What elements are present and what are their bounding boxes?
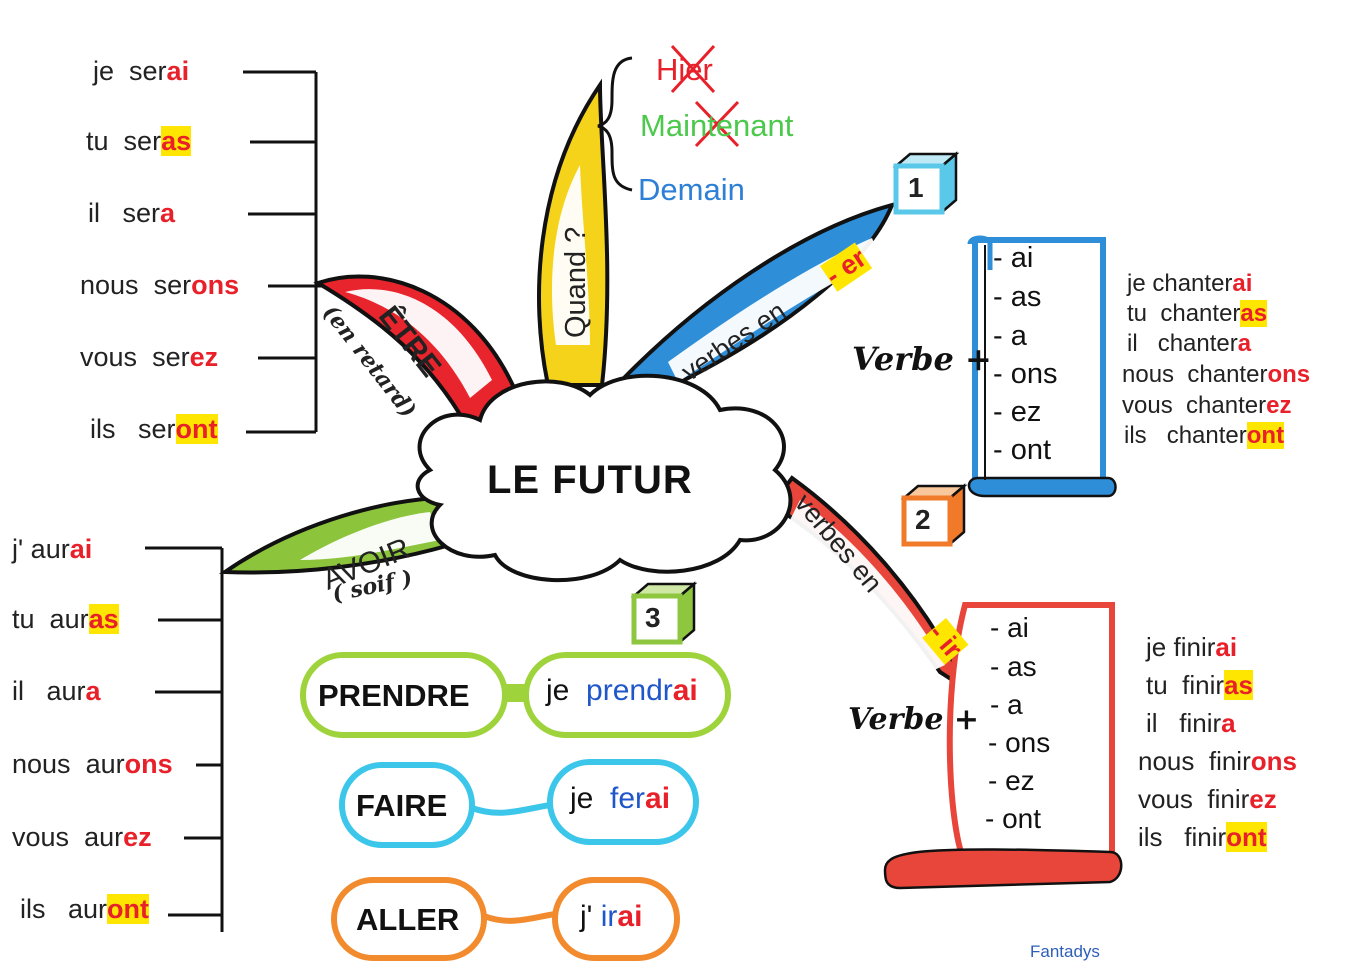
cube-3: [630, 581, 698, 645]
er-suffix-item: - ons: [993, 358, 1058, 390]
etre-tu: tu seras: [86, 126, 192, 156]
chanter-ils: ils chanteront: [1124, 422, 1285, 449]
quand-label: Quand ?: [560, 226, 592, 338]
er-suffix-item: - a: [993, 320, 1027, 352]
prendre-connector: [300, 652, 731, 738]
er-suffix-item: - ai: [993, 242, 1034, 274]
etre-label-band: [345, 289, 492, 398]
avoir-vous: vous aurez: [12, 822, 152, 852]
chanter-vous: vous chanterez: [1122, 392, 1292, 419]
avoir-nous: nous aurons: [12, 749, 173, 779]
aller-future: j' irai: [580, 900, 643, 933]
time-present: Maintenant: [640, 108, 794, 143]
avoir-il: il aura: [12, 676, 101, 706]
er-branch: [618, 202, 896, 395]
ir-suffix-item: - ons: [988, 727, 1051, 758]
quand-label-band: [551, 165, 590, 345]
finir-tu: tu finiras: [1146, 670, 1253, 700]
er-suffix-item: - as: [993, 281, 1042, 313]
center-cloud: [415, 373, 793, 583]
chanter-tu: tu chanteras: [1127, 300, 1268, 327]
ir-scroll: [883, 602, 1123, 890]
verbe-plus-ir: Verbe +: [848, 702, 980, 737]
prendre-infinitive: PRENDRE: [318, 678, 470, 713]
finir-je: je finirai: [1146, 632, 1238, 662]
center-title: LE FUTUR: [487, 458, 693, 502]
maintenant-crossout: [694, 100, 740, 148]
er-scroll: [967, 235, 1117, 498]
cube-2-number: 2: [915, 504, 931, 535]
cube-1-number: 1: [908, 172, 924, 203]
finir-il: il finira: [1146, 708, 1236, 738]
ir-label-band: [790, 500, 945, 672]
chanter-nous: nous chanterons: [1122, 361, 1311, 388]
ir-suffix-item: - ez: [988, 765, 1035, 796]
etre-bracket: [243, 70, 322, 434]
avoir-bracket: [145, 546, 224, 932]
etre-nous: nous serons: [80, 270, 240, 300]
aller-connector: [331, 877, 680, 961]
finir-nous: nous finirons: [1138, 746, 1297, 776]
aller-infinitive: ALLER: [356, 902, 460, 937]
ir-suffix-item: - ont: [985, 803, 1042, 834]
etre-il: il sera: [88, 198, 176, 228]
er-suffix-item: - ez: [993, 396, 1042, 428]
etre-ils: ils seront: [90, 414, 218, 444]
avoir-ils: ils auront: [20, 894, 150, 924]
prendre-future: je prendrai: [546, 674, 698, 707]
chanter-je: je chanterai: [1127, 270, 1253, 297]
cube-1: [892, 151, 960, 215]
er-suffix-item: - ont: [993, 434, 1052, 466]
chanter-il: il chantera: [1127, 330, 1252, 357]
ir-suffix-item: - a: [990, 689, 1023, 720]
avoir-tu: tu auras: [12, 604, 119, 634]
etre-je: je serai: [93, 56, 190, 86]
avoir-je: j' aurai: [12, 534, 93, 564]
time-past: Hier: [656, 52, 713, 87]
faire-connector: [339, 759, 699, 848]
ir-suffix-item: - as: [990, 651, 1037, 682]
faire-infinitive: FAIRE: [356, 788, 448, 823]
cube-3-number: 3: [645, 602, 661, 633]
etre-vous: vous serez: [80, 342, 219, 372]
verbe-plus-er: Verbe +: [852, 340, 992, 378]
time-future: Demain: [638, 172, 745, 207]
ir-suffix-item: - ai: [990, 612, 1029, 643]
cube-2: [900, 483, 968, 547]
avoir-label-band: [300, 512, 440, 560]
credit-text: Fantadys: [1030, 942, 1100, 961]
finir-vous: vous finirez: [1138, 784, 1277, 814]
finir-ils: ils finiront: [1138, 822, 1267, 852]
hier-crossout: [670, 44, 716, 94]
time-brace: [597, 56, 633, 192]
faire-future: je ferai: [570, 782, 671, 815]
